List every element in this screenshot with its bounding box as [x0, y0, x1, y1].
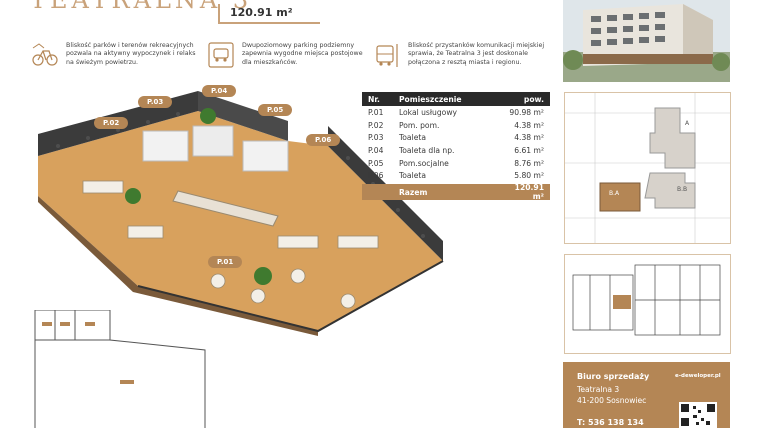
- site-plan-card: A B.B B.A: [564, 92, 731, 244]
- table-header: Nr. Pomieszczenie pow.: [362, 92, 550, 106]
- parking-icon: [208, 42, 234, 68]
- building-render-image: [563, 0, 730, 82]
- col-area: pow.: [523, 94, 544, 104]
- contact-city: 41-200 Sosnowiec: [577, 396, 647, 405]
- total-label: Razem: [398, 187, 428, 197]
- site-label-b: B.B: [677, 186, 687, 193]
- area-frame: [218, 4, 320, 24]
- floor-overview-card: [564, 254, 731, 354]
- floor-overview-image: [572, 264, 721, 336]
- qr-code-icon: [679, 402, 717, 428]
- bicycle-icon: [32, 43, 58, 66]
- col-nr: Nr.: [368, 94, 380, 104]
- label-p03: P.03: [138, 96, 173, 108]
- total-area: 120.91 m²: [230, 6, 293, 19]
- total-value: 120.91 m²: [514, 183, 544, 202]
- site-label-c: B.A: [609, 190, 620, 197]
- contact-site[interactable]: e-deweloper.pl: [675, 373, 721, 379]
- feature-parks: Bliskość parków i terenów rekreacyjnych …: [66, 42, 196, 66]
- feature-parking: Dwupoziomowy parking podziemny zapewnia …: [242, 42, 363, 66]
- feature-transport: Bliskość przystanków komunikacji miejski…: [408, 42, 545, 66]
- contact-phone[interactable]: T: 536 138 134: [577, 418, 644, 427]
- label-p05: P.05: [258, 104, 293, 116]
- sales-office-contact: Biuro sprzedaży e-deweloper.pl Teatralna…: [563, 362, 730, 428]
- label-p04: P.04: [202, 85, 237, 97]
- flat-plan-2d-image: [34, 310, 206, 428]
- table-total-row: Razem 120.91 m²: [362, 183, 550, 202]
- label-p02: P.02: [94, 117, 129, 129]
- site-plan-image: A B.B B.A: [565, 93, 730, 243]
- label-p06: P.06: [306, 134, 341, 146]
- page-title: TEATRALNA 3: [30, 0, 253, 14]
- contact-title: Biuro sprzedaży: [577, 372, 650, 381]
- col-room: Pomieszczenie: [398, 94, 462, 104]
- bus-stop-icon: [376, 44, 398, 67]
- contact-street: Teatralna 3: [577, 385, 620, 394]
- site-label-a: A: [685, 120, 690, 127]
- label-p01: P.01: [208, 256, 243, 268]
